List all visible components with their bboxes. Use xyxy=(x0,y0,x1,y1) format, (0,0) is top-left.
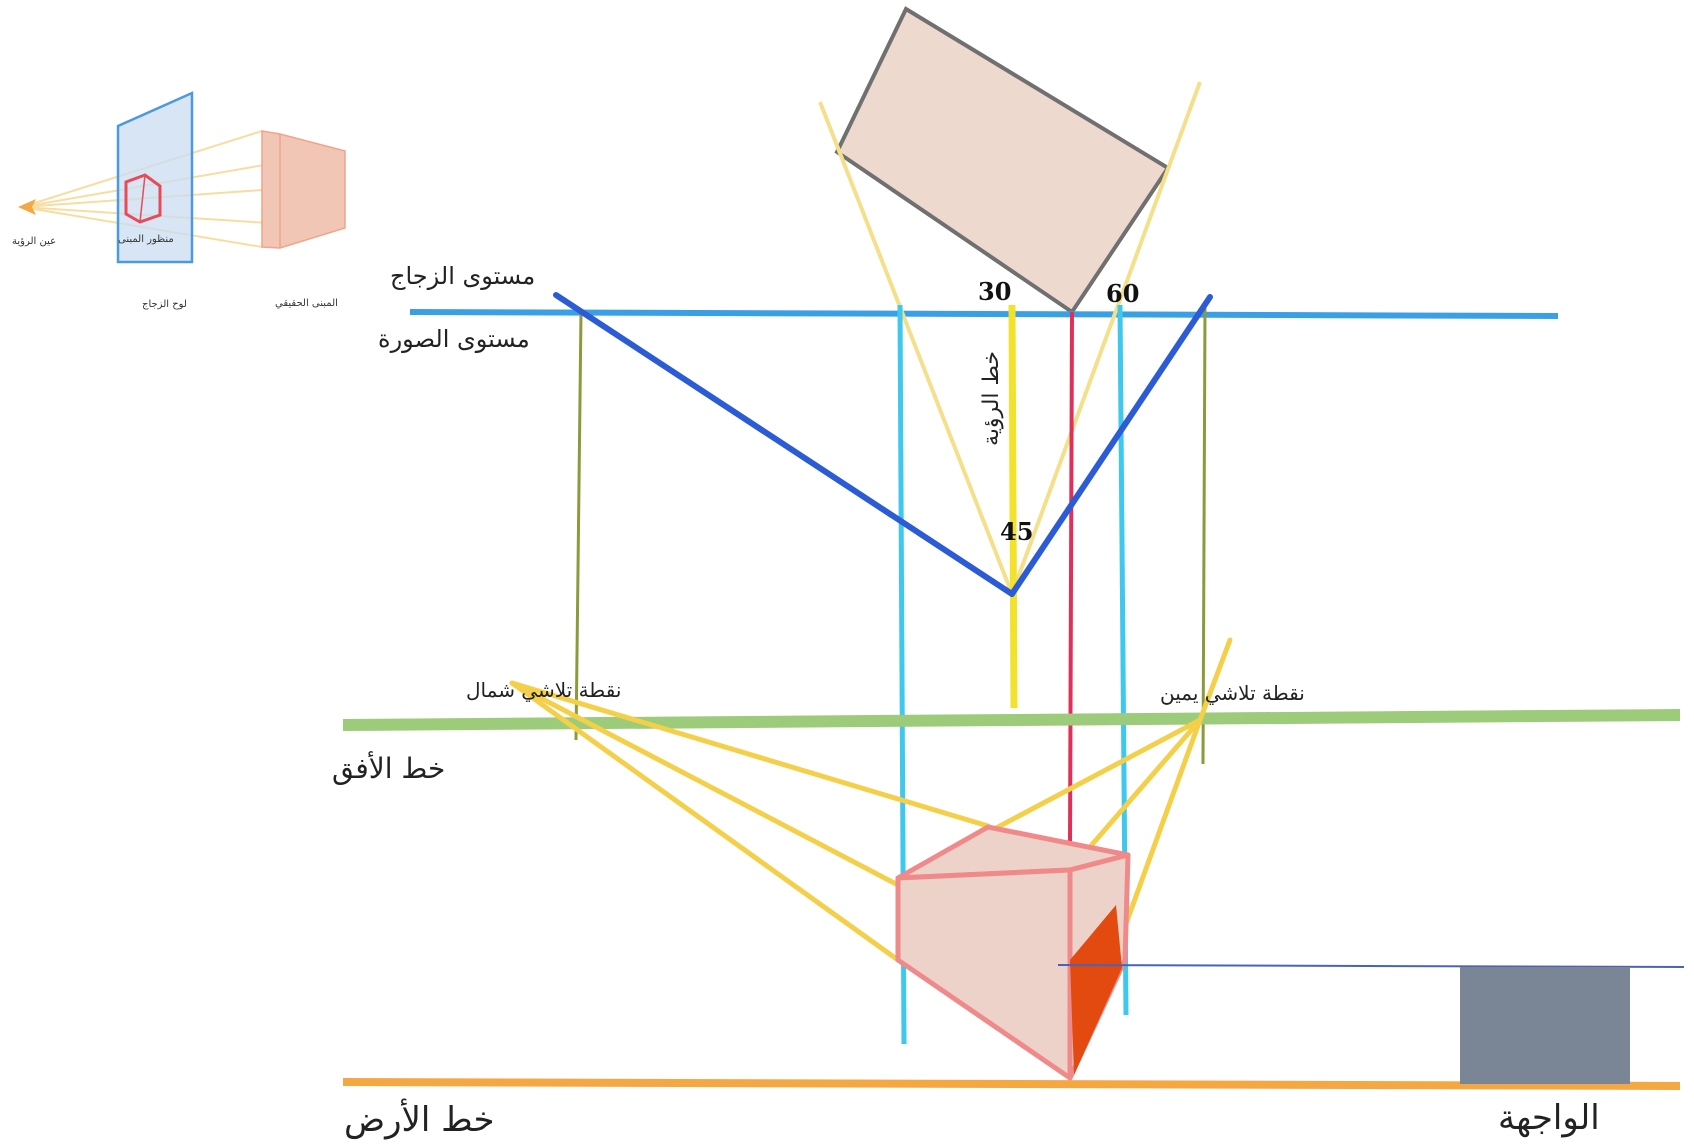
eye-arrow-icon xyxy=(18,199,36,215)
plan-construction-lines xyxy=(818,81,1202,595)
inset-viewer-eye-label: عين الرؤية xyxy=(12,236,57,247)
vertical-olive-right xyxy=(1201,305,1207,765)
horizon-line-label: خط الأفق xyxy=(332,752,446,785)
inset-real-building-label: المبنى الحقيقي xyxy=(275,298,338,309)
angle-45-label: 45 xyxy=(1000,517,1034,546)
sight-line xyxy=(1008,304,1018,709)
perspective-box xyxy=(895,824,1131,1081)
ground-line-label: خط الأرض xyxy=(344,1100,495,1140)
inset-real-building xyxy=(261,130,346,249)
plan-rectangle xyxy=(834,6,1171,315)
facade-label: الواجهة xyxy=(1498,1098,1600,1138)
ground-line xyxy=(342,1078,1681,1090)
angle-30-label: 30 xyxy=(978,277,1012,306)
line-of-sight-label: خط الرؤية xyxy=(978,351,1004,446)
vertical-olive-left xyxy=(574,312,583,741)
box-left-face xyxy=(895,867,1073,1081)
horizon-line xyxy=(342,709,1681,731)
vanishing-point-left-label: نقطة تلاشي شمال xyxy=(466,678,622,702)
glass-plane-label: مستوى الزجاج xyxy=(390,262,536,290)
vertical-red-center xyxy=(1068,311,1074,846)
inset-glass-panel-label: لوح الزجاج xyxy=(142,299,187,310)
facade-top-line xyxy=(1057,964,1685,968)
picture-plane-label: مستوى الصورة xyxy=(378,325,530,353)
vanishing-point-right-label: نقطة تلاشي يمين xyxy=(1160,681,1305,705)
box-shadow-face xyxy=(1070,905,1122,1075)
picture-plane-line xyxy=(409,309,1559,319)
facade-rectangle xyxy=(1460,967,1630,1084)
inset-building-perspective-label: منظور المبنى xyxy=(118,234,174,245)
projector-lines xyxy=(553,292,1213,597)
inset-illustration xyxy=(18,91,346,264)
angle-60-label: 60 xyxy=(1106,279,1140,308)
